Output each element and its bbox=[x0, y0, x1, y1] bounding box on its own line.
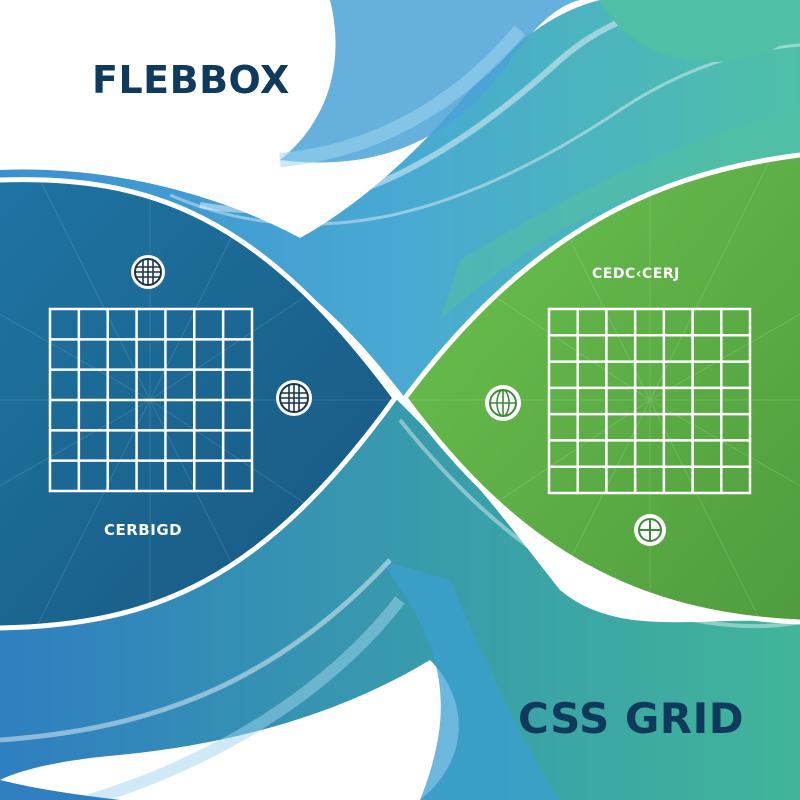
flexbox-heading: FLEBBOX bbox=[92, 58, 290, 102]
left-panel-label: CERBIGD bbox=[104, 521, 183, 539]
right-panel-label: CEDC‹CERJ bbox=[592, 266, 680, 282]
globe-icon bbox=[276, 380, 312, 416]
upper-wave-band bbox=[0, 0, 800, 398]
grid-frame bbox=[547, 307, 752, 495]
right-grid bbox=[547, 307, 752, 495]
right-sunburst bbox=[405, 155, 800, 622]
css-grid-heading: CSS GRID bbox=[518, 694, 745, 743]
globe-icon bbox=[485, 385, 521, 421]
left-grid bbox=[48, 307, 254, 493]
lower-wave-band bbox=[0, 398, 800, 800]
crosshair-icon bbox=[634, 514, 666, 546]
globe-icon bbox=[131, 255, 165, 289]
